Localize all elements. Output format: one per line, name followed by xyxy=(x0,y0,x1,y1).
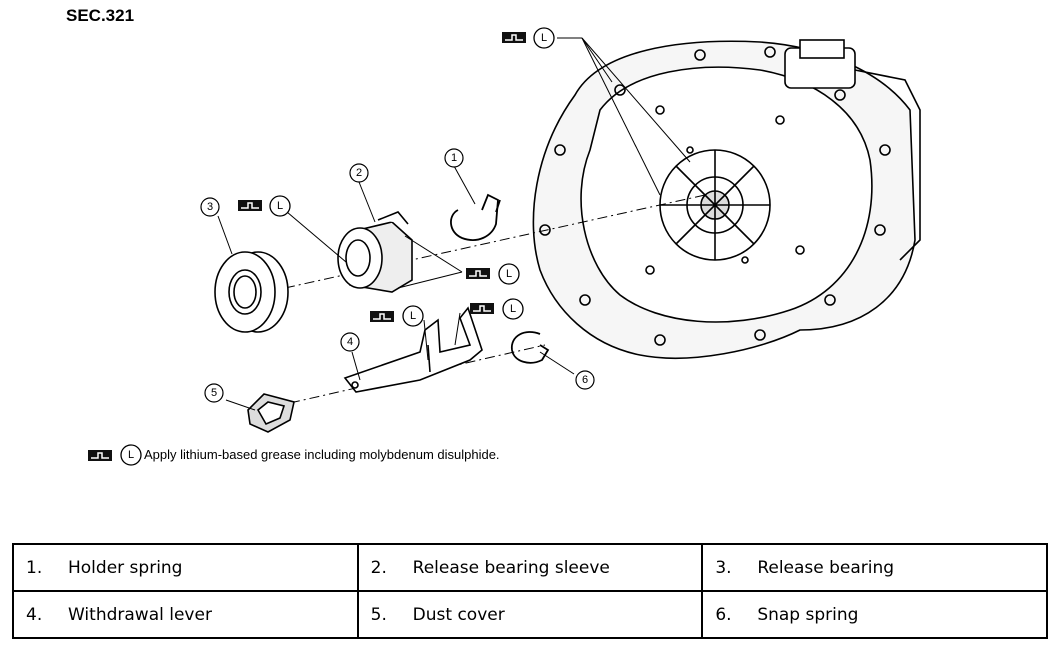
part-name: Release bearing sleeve xyxy=(412,557,610,578)
table-cell: 3. Release bearing xyxy=(701,543,1048,592)
part-name: Holder spring xyxy=(68,557,183,578)
callout-1: 1 xyxy=(444,148,464,168)
svg-text:6: 6 xyxy=(582,374,588,386)
svg-text:L: L xyxy=(410,310,416,322)
transmission-housing xyxy=(532,39,921,359)
table-cell: 4. Withdrawal lever xyxy=(12,590,359,639)
grease-symbol-top: L xyxy=(501,27,555,49)
table-cell: 1. Holder spring xyxy=(12,543,359,592)
holder-spring xyxy=(450,193,501,241)
part-number: 6. xyxy=(715,604,732,625)
table-row: 4. Withdrawal lever 5. Dust cover 6. Snap s… xyxy=(12,590,1048,639)
svg-text:L: L xyxy=(506,268,512,280)
axis-line xyxy=(284,194,706,289)
svg-text:5: 5 xyxy=(211,387,217,399)
parts-table: 1. Holder spring 2. Release bearing sleeve… xyxy=(12,543,1048,639)
svg-text:L: L xyxy=(510,303,516,315)
svg-text:L: L xyxy=(541,32,547,44)
callout-3: 3 xyxy=(200,197,220,217)
callout-6: 6 xyxy=(575,370,595,390)
part-name: Snap spring xyxy=(757,604,859,625)
part-number: 5. xyxy=(370,604,387,625)
table-row: 1. Holder spring 2. Release bearing sleeve… xyxy=(12,543,1048,592)
legend: L Apply lithium-based grease including m… xyxy=(87,444,500,466)
section-code: SEC.321 xyxy=(66,6,135,25)
part-name: Release bearing xyxy=(757,557,895,578)
grease-symbol-sleeve: L xyxy=(465,263,520,285)
svg-text:2: 2 xyxy=(356,167,362,179)
svg-text:4: 4 xyxy=(347,336,353,348)
clutch-release-diagram: L L L L L 1 2 3 4 5 6 xyxy=(87,27,921,466)
callout-4: 4 xyxy=(340,332,360,352)
grease-symbol-lever-left: L xyxy=(369,305,424,327)
callout-5: 5 xyxy=(204,383,224,403)
svg-text:L: L xyxy=(277,200,283,212)
part-name: Dust cover xyxy=(412,604,505,625)
table-cell: 6. Snap spring xyxy=(701,590,1048,639)
axis-line-lower xyxy=(289,344,546,404)
release-bearing-sleeve xyxy=(337,211,413,293)
table-cell: 5. Dust cover xyxy=(356,590,704,639)
svg-text:3: 3 xyxy=(207,201,213,213)
part-number: 4. xyxy=(26,604,43,625)
part-number: 2. xyxy=(370,557,387,578)
callout-2: 2 xyxy=(349,163,369,183)
leader-lines xyxy=(217,37,691,411)
release-bearing xyxy=(214,251,289,333)
svg-text:1: 1 xyxy=(451,152,457,164)
grease-symbol-bearing: L xyxy=(237,195,291,217)
part-name: Withdrawal lever xyxy=(68,604,212,625)
part-number: 3. xyxy=(715,557,732,578)
grease-symbol-lever-right: L xyxy=(469,298,524,320)
snap-spring xyxy=(511,331,550,364)
legend-text: Apply lithium-based grease including mol… xyxy=(144,447,500,462)
table-cell: 2. Release bearing sleeve xyxy=(356,543,704,592)
part-number: 1. xyxy=(26,557,43,578)
dust-cover xyxy=(247,393,295,433)
svg-text:L: L xyxy=(128,449,134,461)
